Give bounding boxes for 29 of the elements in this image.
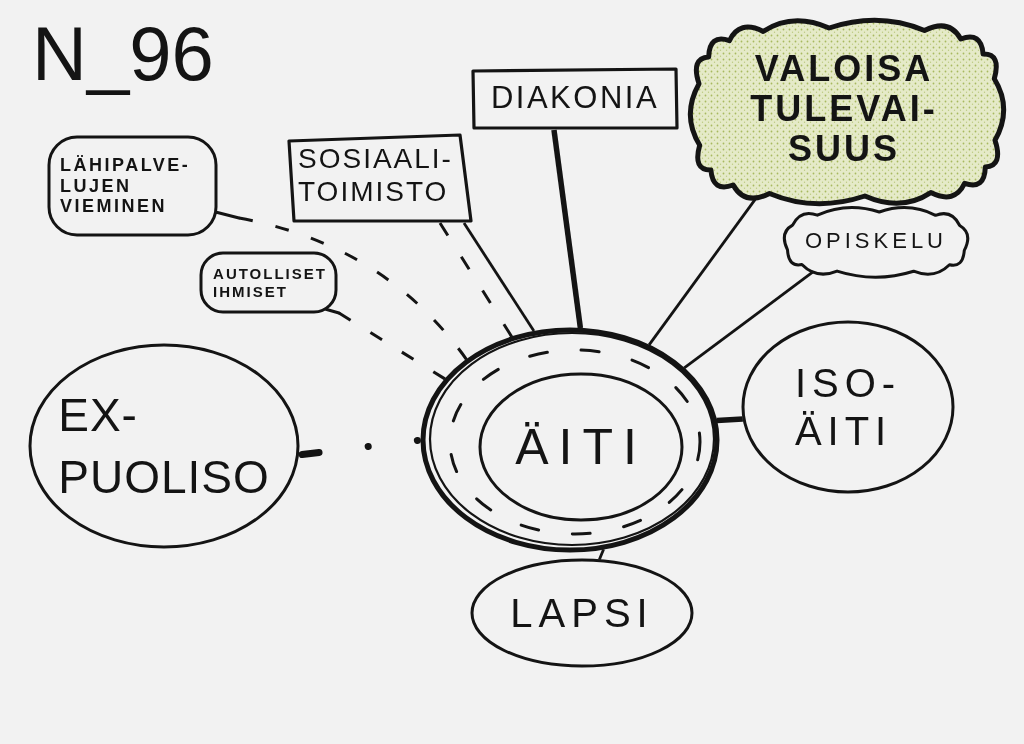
dashed-line <box>438 222 513 338</box>
node-label: ÄITI <box>515 419 647 475</box>
node-label: EX- PUOLISO <box>58 387 270 505</box>
node-label: ISO- ÄITI <box>794 360 902 455</box>
ellipse-node <box>470 558 694 668</box>
connector-line <box>683 270 815 370</box>
label-box <box>470 66 680 130</box>
speech-bubble <box>46 134 242 238</box>
dashed-line <box>338 311 446 381</box>
label-box <box>286 132 474 223</box>
node-label: AUTOLLISET IHMISET <box>213 264 327 301</box>
node-label: DIAKONIA <box>490 80 660 116</box>
dashed-line <box>238 216 468 361</box>
cloud-shape <box>686 16 1008 208</box>
connector-line <box>598 548 605 561</box>
connector-line <box>462 222 536 332</box>
speech-bubble <box>198 250 342 316</box>
thick-line <box>716 416 743 424</box>
node-label: VALOISA TULEVAI- SUUS <box>750 48 938 170</box>
connector-line <box>647 198 757 346</box>
ellipse-node <box>478 372 684 522</box>
thick-line <box>551 129 584 329</box>
ellipse-node <box>28 343 300 549</box>
node-label: SOSIAALI- TOIMISTO <box>298 143 453 208</box>
ring-outline <box>420 327 720 553</box>
node-label: OPISKELU <box>804 228 947 254</box>
node-label: LÄHIPALVE- LUJEN VIEMINEN <box>60 154 191 218</box>
node-label: LAPSI <box>510 591 654 635</box>
ellipse-node <box>741 320 955 494</box>
